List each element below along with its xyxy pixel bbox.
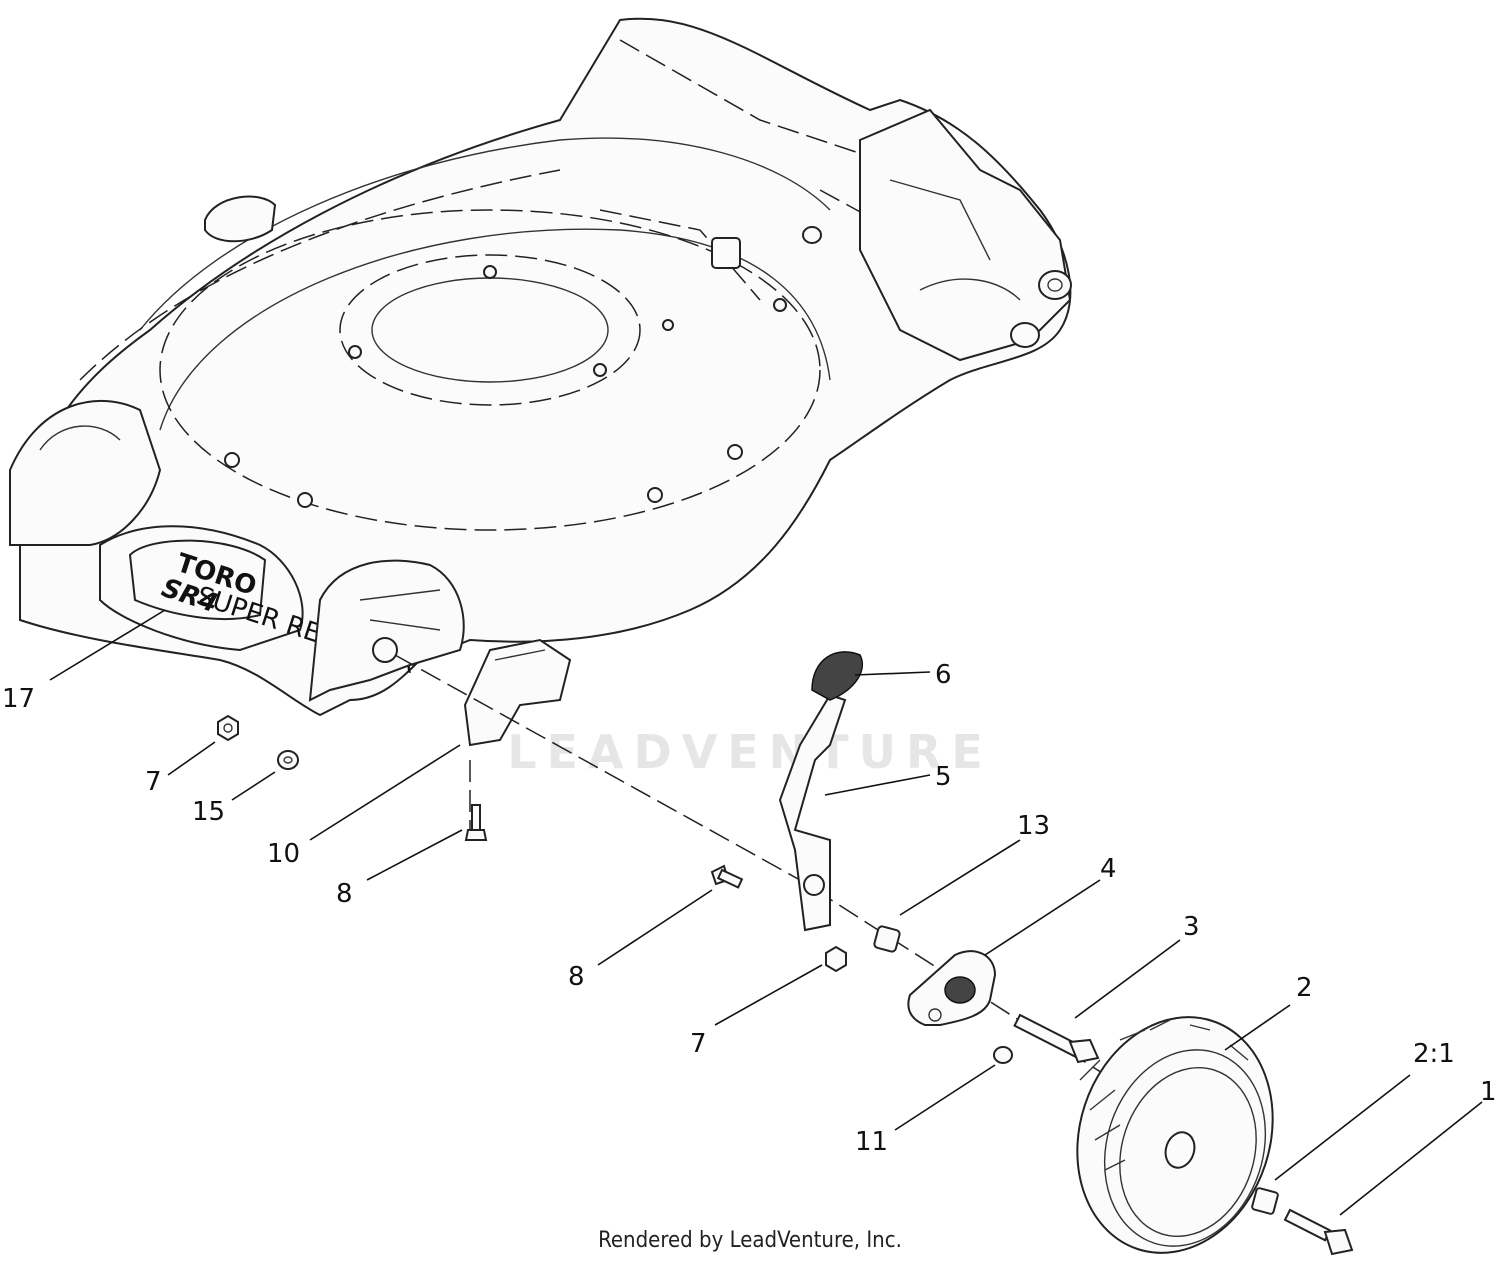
washer-15 bbox=[277, 750, 299, 770]
shoulder-bolt bbox=[1283, 1208, 1354, 1256]
callout-1: 1 bbox=[1480, 1077, 1497, 1107]
leader-lines bbox=[49, 609, 1483, 1216]
render-credit: Rendered by LeadVenture, Inc. bbox=[598, 1228, 902, 1253]
watermark: LEADVENTURE bbox=[507, 725, 993, 779]
nut-7-lower bbox=[825, 945, 847, 973]
nut-7-upper bbox=[217, 714, 239, 742]
mower-deck: TORO SR4 SUPER RECYCLER bbox=[9, 17, 1072, 747]
bolt-8-lower bbox=[710, 864, 744, 889]
callout-8-upper: 8 bbox=[336, 879, 353, 909]
callout-2-1: 2:1 bbox=[1413, 1039, 1455, 1069]
callout-17: 17 bbox=[2, 684, 35, 714]
callout-7-upper: 7 bbox=[145, 767, 162, 797]
callout-13: 13 bbox=[1017, 811, 1050, 841]
bolt-8-upper bbox=[464, 804, 488, 841]
callout-15: 15 bbox=[192, 797, 225, 827]
wheel bbox=[1076, 1016, 1274, 1254]
callout-3: 3 bbox=[1183, 912, 1200, 942]
callout-10: 10 bbox=[267, 839, 300, 869]
lever-knob bbox=[811, 651, 864, 701]
callout-labels: 17 6 5 7 15 10 13 8 4 3 8 2 7 2:1 1 11 bbox=[2, 660, 1497, 1157]
washer-11 bbox=[993, 1046, 1013, 1064]
callout-5: 5 bbox=[935, 762, 952, 792]
axle-bolt bbox=[1013, 1013, 1100, 1064]
pivot-bracket bbox=[907, 950, 997, 1026]
callout-2: 2 bbox=[1296, 973, 1313, 1003]
callout-11: 11 bbox=[855, 1127, 888, 1157]
callout-6: 6 bbox=[935, 660, 952, 690]
height-lever bbox=[778, 693, 847, 932]
callout-8-lower: 8 bbox=[568, 962, 585, 992]
callout-4: 4 bbox=[1100, 854, 1117, 884]
spacer-13 bbox=[873, 925, 901, 953]
callout-7-lower: 7 bbox=[690, 1029, 707, 1059]
wheel-bushing bbox=[1251, 1187, 1279, 1215]
